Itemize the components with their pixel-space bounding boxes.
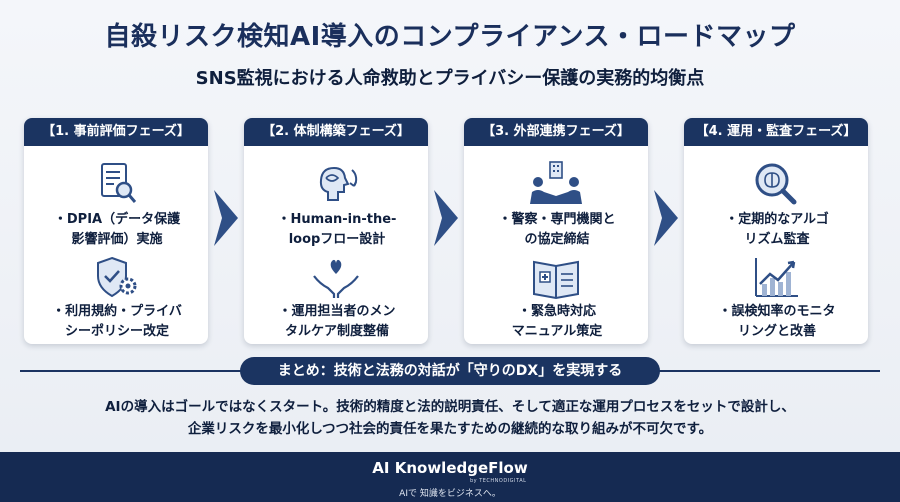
phase-item: ・誤検知率のモニタ リングと改善 — [718, 304, 836, 339]
shield-gear-icon — [88, 254, 144, 300]
document-search-icon — [88, 160, 144, 206]
phase-card-3: 【3. 外部連携フェーズ】 ・警察・専門機関と の協定締結 ・緊急時対応 マニュ… — [464, 118, 648, 344]
page-title: 自殺リスク検知AI導入のコンプライアンス・ロードマップ — [104, 22, 796, 52]
brand-sub: by TECHNODIGITAL — [470, 478, 527, 484]
brain-magnifier-icon — [748, 160, 804, 206]
hands-heart-icon — [308, 254, 364, 300]
phase-header: 【2. 体制構築フェーズ】 — [244, 118, 428, 146]
trend-chart-icon — [748, 254, 804, 300]
summary-body: AIの導入はゴールではなくスタート。技術的精度と法的説明責任、そして適正な運用プ… — [105, 399, 795, 437]
phase-header: 【3. 外部連携フェーズ】 — [464, 118, 648, 146]
footer: AI KnowledgeFlow by TECHNODIGITAL AIで 知識… — [0, 452, 900, 502]
chevron-right-icon — [432, 186, 462, 250]
phase-item: ・警察・専門機関と の協定締結 — [498, 212, 616, 247]
phase-card-4: 【4. 運用・監査フェーズ】 ・定期的なアルゴ リズム監査 ・誤検知率のモニタ … — [684, 118, 868, 344]
phase-card-2: 【2. 体制構築フェーズ】 ・Human-in-the- loopフロー設計 ・… — [244, 118, 428, 344]
tagline: AIで 知識をビジネスへ。 — [399, 489, 501, 499]
phase-card-1: 【1. 事前評価フェーズ】 ・DPIA（データ保護 影響評価）実施 ・利用規約・… — [24, 118, 208, 344]
chevron-right-icon — [652, 186, 682, 250]
summary-label: まとめ：技術と法務の対話が「守りのDX」を実現する — [240, 357, 660, 385]
phase-item: ・DPIA（データ保護 影響評価）実施 — [53, 212, 181, 247]
chevron-right-icon — [212, 186, 242, 250]
page-subtitle: SNS監視における人命救助とプライバシー保護の実務的均衡点 — [195, 68, 705, 89]
handshake-building-icon — [528, 160, 584, 206]
medical-manual-icon — [528, 254, 584, 300]
brand-logo: AI KnowledgeFlow — [372, 459, 528, 477]
phase-item: ・定期的なアルゴ リズム監査 — [725, 212, 829, 247]
phase-header: 【4. 運用・監査フェーズ】 — [684, 118, 868, 146]
phase-item: ・Human-in-the- loopフロー設計 — [277, 212, 397, 247]
phase-item: ・運用担当者のメン タルケア制度整備 — [278, 304, 396, 339]
phase-item: ・緊急時対応 マニュアル策定 — [511, 304, 603, 339]
phase-item: ・利用規約・プライバ シーポリシー改定 — [52, 304, 182, 339]
human-head-loop-icon — [308, 160, 364, 206]
phase-header: 【1. 事前評価フェーズ】 — [24, 118, 208, 146]
